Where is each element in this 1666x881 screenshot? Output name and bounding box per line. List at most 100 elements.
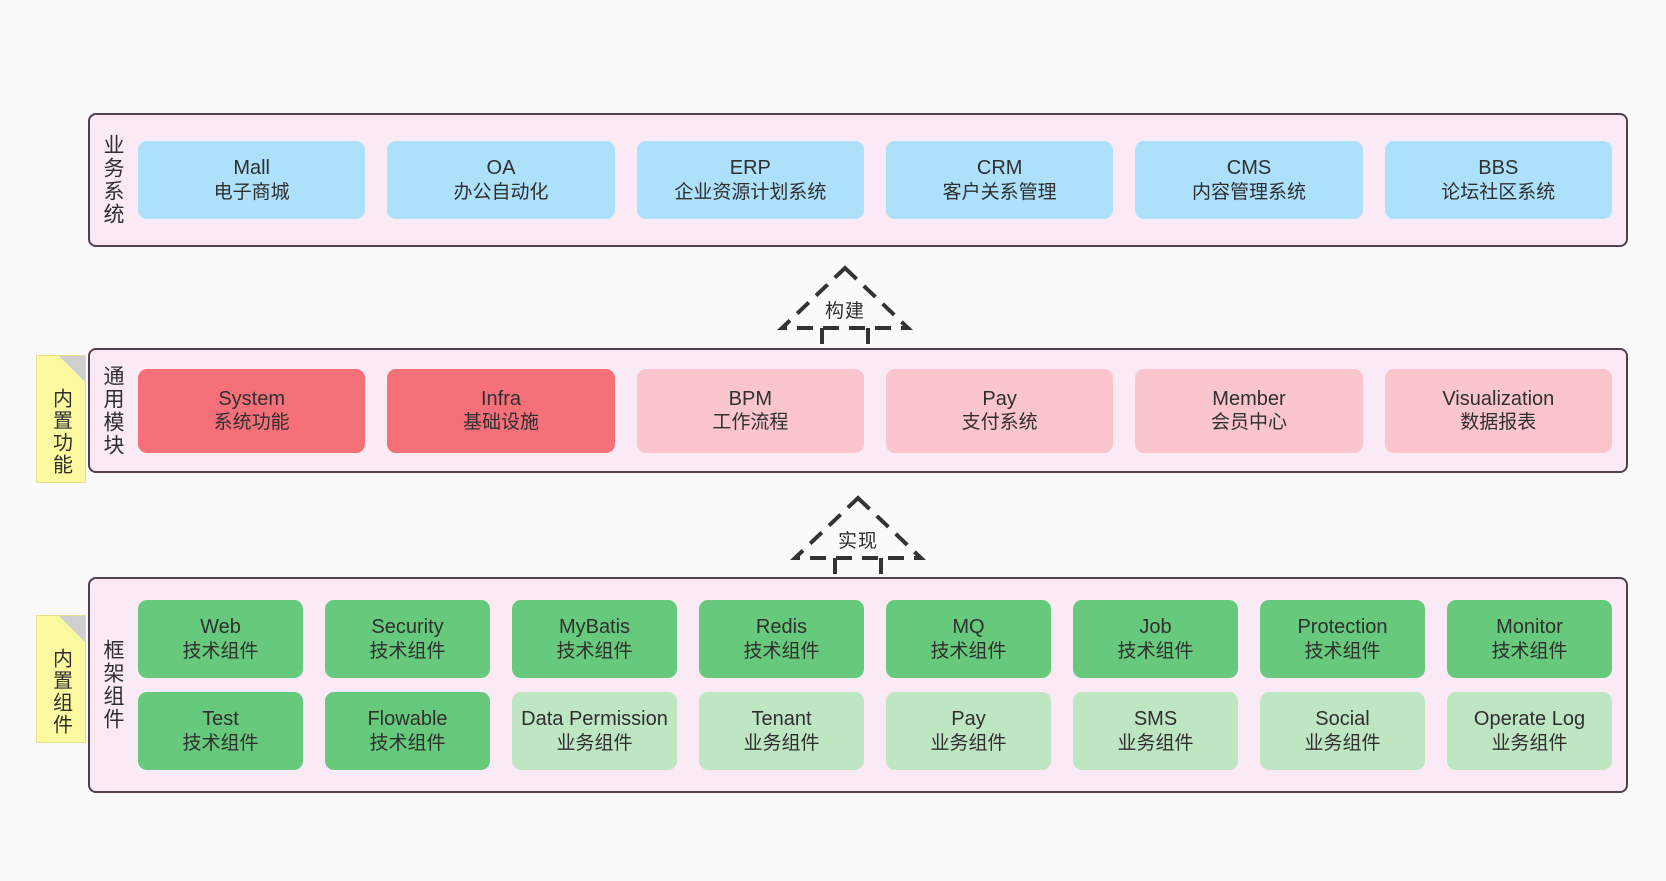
card-infra[interactable]: Infra 基础设施 xyxy=(387,368,615,453)
card-security[interactable]: Security 技术组件 xyxy=(325,600,490,678)
card-title-en: ERP xyxy=(729,157,771,180)
framework-biz-row: Test 技术组件 Flowable 技术组件 Data Permission … xyxy=(138,692,1612,770)
layer-common-modules: 通用模块 System 系统功能 Infra 基础设施 BPM 工作流程 Pay… xyxy=(88,348,1628,473)
card-title-en: CRM xyxy=(976,157,1023,180)
layer-body-common-modules: System 系统功能 Infra 基础设施 BPM 工作流程 Pay 支付系统… xyxy=(134,350,1626,471)
card-title-en: Operate Log xyxy=(1473,708,1586,731)
card-system[interactable]: System 系统功能 xyxy=(138,368,366,453)
card-title-cn: 技术组件 xyxy=(556,640,633,662)
sticky-note-label: 内置功能 xyxy=(49,388,72,476)
card-erp[interactable]: ERP 企业资源计划系统 xyxy=(636,141,864,219)
card-title-en: Redis xyxy=(755,616,808,639)
card-flowable[interactable]: Flowable 技术组件 xyxy=(325,692,490,770)
card-title-en: Web xyxy=(200,616,241,639)
card-title-cn: 业务组件 xyxy=(743,732,820,754)
card-pay-component[interactable]: Pay 业务组件 xyxy=(886,692,1051,770)
card-title-cn: 技术组件 xyxy=(930,640,1007,662)
card-title-en: Flowable xyxy=(367,708,448,731)
sticky-note-builtin-features: 内置功能 xyxy=(36,355,86,483)
card-title-cn: 企业资源计划系统 xyxy=(674,181,827,203)
layer-title-common-modules: 通用模块 xyxy=(101,364,125,457)
card-sms[interactable]: SMS 业务组件 xyxy=(1073,692,1238,770)
card-title-en: MyBatis xyxy=(558,616,631,639)
card-title-en: Member xyxy=(1212,387,1286,410)
card-title-en: SMS xyxy=(1133,708,1178,731)
layer-framework-components: 框架组件 Web 技术组件 Security 技术组件 MyBatis 技术组件… xyxy=(88,577,1628,793)
sticky-note-label: 内置组件 xyxy=(49,648,72,736)
card-bbs[interactable]: BBS 论坛社区系统 xyxy=(1384,141,1612,219)
card-title-en: System xyxy=(218,387,285,410)
card-social[interactable]: Social 业务组件 xyxy=(1260,692,1425,770)
card-data-permission[interactable]: Data Permission 业务组件 xyxy=(512,692,677,770)
card-title-cn: 办公自动化 xyxy=(453,181,549,203)
card-title-cn: 业务组件 xyxy=(1117,732,1194,754)
card-title-en: Visualization xyxy=(1442,387,1555,410)
card-title-cn: 技术组件 xyxy=(182,732,259,754)
card-tenant[interactable]: Tenant 业务组件 xyxy=(699,692,864,770)
layer-business-systems: 业务系统 Mall 电子商城 OA 办公自动化 ERP 企业资源计划系统 CRM… xyxy=(88,113,1628,247)
card-bpm[interactable]: BPM 工作流程 xyxy=(636,368,864,453)
connector-build-label: 构建 xyxy=(824,301,866,322)
layer-title-framework-components: 框架组件 xyxy=(101,639,125,731)
card-title-cn: 内容管理系统 xyxy=(1191,181,1306,203)
card-title-cn: 业务组件 xyxy=(1304,732,1381,754)
layer-body-framework-components: Web 技术组件 Security 技术组件 MyBatis 技术组件 Redi… xyxy=(134,579,1626,791)
card-mall[interactable]: Mall 电子商城 xyxy=(138,141,366,219)
card-title-cn: 技术组件 xyxy=(743,640,820,662)
card-mybatis[interactable]: MyBatis 技术组件 xyxy=(512,600,677,678)
card-oa[interactable]: OA 办公自动化 xyxy=(387,141,615,219)
card-redis[interactable]: Redis 技术组件 xyxy=(699,600,864,678)
card-operate-log[interactable]: Operate Log 业务组件 xyxy=(1447,692,1612,770)
card-crm[interactable]: CRM 客户关系管理 xyxy=(885,141,1114,219)
connector-implement: 实现 xyxy=(773,488,943,588)
card-title-en: Data Permission xyxy=(521,708,668,731)
card-cms[interactable]: CMS 内容管理系统 xyxy=(1135,141,1363,219)
card-title-cn: 业务组件 xyxy=(1491,732,1568,754)
card-web[interactable]: Web 技术组件 xyxy=(138,600,303,678)
card-title-en: Infra xyxy=(480,387,521,410)
card-title-en: MQ xyxy=(952,616,985,639)
connector-build: 构建 xyxy=(760,258,930,358)
card-title-cn: 系统功能 xyxy=(213,412,290,434)
card-title-cn: 技术组件 xyxy=(369,640,446,662)
business-systems-row: Mall 电子商城 OA 办公自动化 ERP 企业资源计划系统 CRM 客户关系… xyxy=(138,141,1612,219)
card-member[interactable]: Member 会员中心 xyxy=(1135,368,1363,453)
card-title-en: CMS xyxy=(1226,157,1272,180)
card-title-cn: 业务组件 xyxy=(930,732,1007,754)
card-title-cn: 技术组件 xyxy=(1491,640,1568,662)
card-protection[interactable]: Protection 技术组件 xyxy=(1260,600,1425,678)
common-modules-row: System 系统功能 Infra 基础设施 BPM 工作流程 Pay 支付系统… xyxy=(138,368,1612,453)
card-pay-module[interactable]: Pay 支付系统 xyxy=(885,368,1114,453)
card-title-cn: 基础设施 xyxy=(462,412,539,434)
connector-implement-label: 实现 xyxy=(837,531,879,552)
card-title-cn: 会员中心 xyxy=(1210,412,1287,434)
card-visualization[interactable]: Visualization 数据报表 xyxy=(1384,368,1612,453)
card-title-en: Monitor xyxy=(1496,616,1563,639)
card-title-en: Protection xyxy=(1297,616,1388,639)
card-mq[interactable]: MQ 技术组件 xyxy=(886,600,1051,678)
card-title-cn: 技术组件 xyxy=(369,732,446,754)
card-title-cn: 客户关系管理 xyxy=(942,181,1057,203)
card-title-cn: 电子商城 xyxy=(213,181,290,203)
card-test[interactable]: Test 技术组件 xyxy=(138,692,303,770)
card-title-en: Test xyxy=(202,708,239,731)
card-title-cn: 业务组件 xyxy=(556,732,633,754)
card-job[interactable]: Job 技术组件 xyxy=(1073,600,1238,678)
layer-body-business-systems: Mall 电子商城 OA 办公自动化 ERP 企业资源计划系统 CRM 客户关系… xyxy=(134,115,1626,245)
card-title-en: Security xyxy=(371,616,444,639)
layer-title-business-systems: 业务系统 xyxy=(101,134,125,226)
card-title-cn: 工作流程 xyxy=(712,412,789,434)
card-title-en: OA xyxy=(486,157,516,180)
card-title-cn: 技术组件 xyxy=(1304,640,1381,662)
framework-tech-row: Web 技术组件 Security 技术组件 MyBatis 技术组件 Redi… xyxy=(138,600,1612,678)
card-title-en: Tenant xyxy=(751,708,812,731)
card-title-en: BPM xyxy=(728,387,772,410)
card-title-cn: 论坛社区系统 xyxy=(1441,181,1556,203)
card-title-cn: 支付系统 xyxy=(961,412,1038,434)
card-monitor[interactable]: Monitor 技术组件 xyxy=(1447,600,1612,678)
card-title-cn: 数据报表 xyxy=(1460,412,1537,434)
card-title-cn: 技术组件 xyxy=(182,640,259,662)
card-title-en: Pay xyxy=(982,387,1017,410)
card-title-en: BBS xyxy=(1478,157,1519,180)
card-title-cn: 技术组件 xyxy=(1117,640,1194,662)
